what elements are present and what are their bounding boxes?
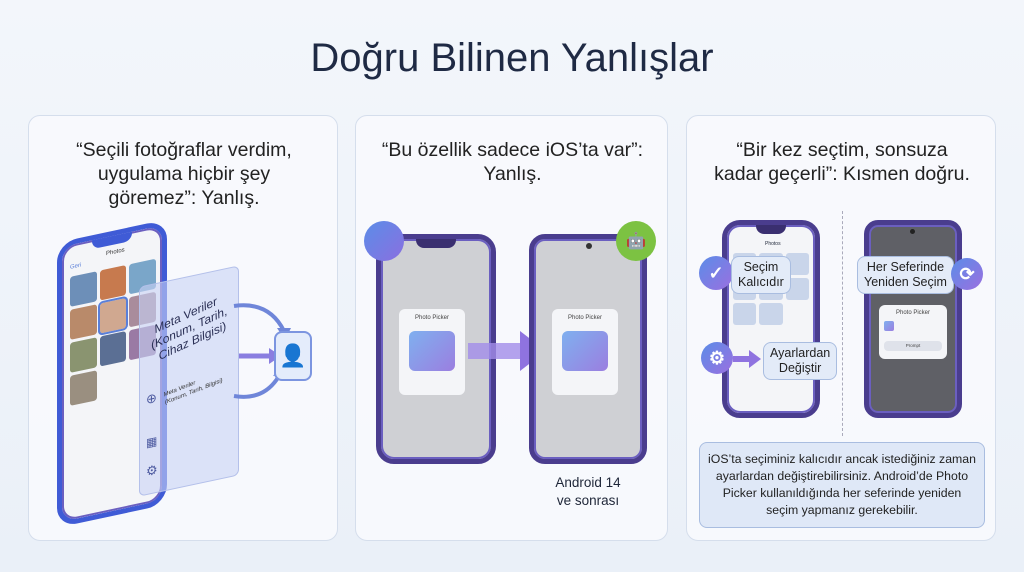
settings-button[interactable]: Ayarlardan Değiştir [763, 342, 838, 380]
title-line: uygulama hiçbir şey [97, 163, 271, 185]
photo-picker-ios: Photo Picker [399, 309, 465, 395]
gear-icon: ⚙ [146, 461, 158, 480]
checkmark-icon: ✓ [699, 256, 733, 290]
info-box: iOS’ta seçiminiz kalıcıdır ancak istediğ… [699, 442, 985, 528]
photos-header: Photos [106, 247, 125, 258]
caption-line: ve sonrası [556, 493, 620, 508]
calendar-icon: ▦ [146, 433, 158, 451]
card-title: “Bir kez seçtim, sonsuza kadar geçerli”:… [687, 138, 997, 186]
image-icon [562, 331, 608, 371]
refresh-icon: ⟳ [951, 258, 983, 290]
globe-icon: ⊕ [146, 389, 157, 408]
gear-icon: ⚙ [701, 342, 733, 374]
photo-picker-android: Photo Picker [552, 309, 618, 395]
pill-every-time: Her Seferinde Yeniden Seçim [857, 256, 954, 294]
picker-label: Photo Picker [567, 315, 603, 321]
image-icon [884, 321, 894, 331]
android-photo-picker: Photo Picker Prompt [879, 305, 947, 359]
photos-header: Photos [765, 241, 781, 247]
android-icon: 🤖 [616, 221, 656, 261]
card-title: “Bu özellik sadece iOS’ta var”: Yanlış. [356, 138, 669, 186]
picker-label: Photo Picker [414, 315, 450, 321]
title-line: Yanlış. [483, 163, 542, 185]
card-selected-photos: “Seçili fotoğraflar verdim, uygulama hiç… [28, 115, 338, 541]
pill-line: Kalıcıdır [738, 275, 784, 289]
title-line: “Seçili fotoğraflar verdim, [76, 139, 292, 161]
pill-persistent: Seçim Kalıcıdır [731, 256, 791, 294]
title-line: kadar geçerli”: Kısmen doğru. [714, 163, 970, 185]
divider [842, 211, 843, 436]
apple-icon [364, 221, 404, 261]
user-profile-icon: 👤 [274, 331, 312, 381]
metadata-sheet: Meta Veriler (Konum, Tarih, Cihaz Bilgis… [139, 265, 239, 497]
image-icon [409, 331, 455, 371]
picker-label: Photo Picker [895, 310, 931, 316]
arrow-right [733, 350, 761, 368]
pill-line: Her Seferinde [866, 260, 945, 274]
iphone-illustration: Photos [722, 220, 820, 418]
android-phone-illustration: Photo Picker Prompt [864, 220, 962, 418]
prompt-button[interactable]: Prompt [884, 341, 942, 351]
pill-line: Yeniden Seçim [864, 275, 947, 289]
title-line: “Bu özellik sadece iOS’ta var”: [381, 139, 644, 161]
pill-line: Değiştir [778, 361, 822, 375]
caption-line: Android 14 [555, 475, 621, 490]
card-ios-only: “Bu özellik sadece iOS’ta var”: Yanlış. … [355, 115, 668, 541]
android-phone-illustration: Photo Picker [529, 234, 647, 464]
title-line: göremez”: Yanlış. [108, 187, 260, 209]
title-line: “Bir kez seçtim, sonsuza [736, 139, 948, 161]
pill-line: Seçim [743, 260, 779, 274]
page-title: Doğru Bilinen Yanlışlar [310, 36, 714, 80]
back-link: Geri [70, 262, 82, 271]
card-persistence: “Bir kez seçtim, sonsuza kadar geçerli”:… [686, 115, 996, 541]
pill-line: Ayarlardan [770, 346, 831, 360]
card-title: “Seçili fotoğraflar verdim, uygulama hiç… [29, 138, 339, 210]
android-caption: Android 14 ve sonrası [529, 474, 647, 510]
